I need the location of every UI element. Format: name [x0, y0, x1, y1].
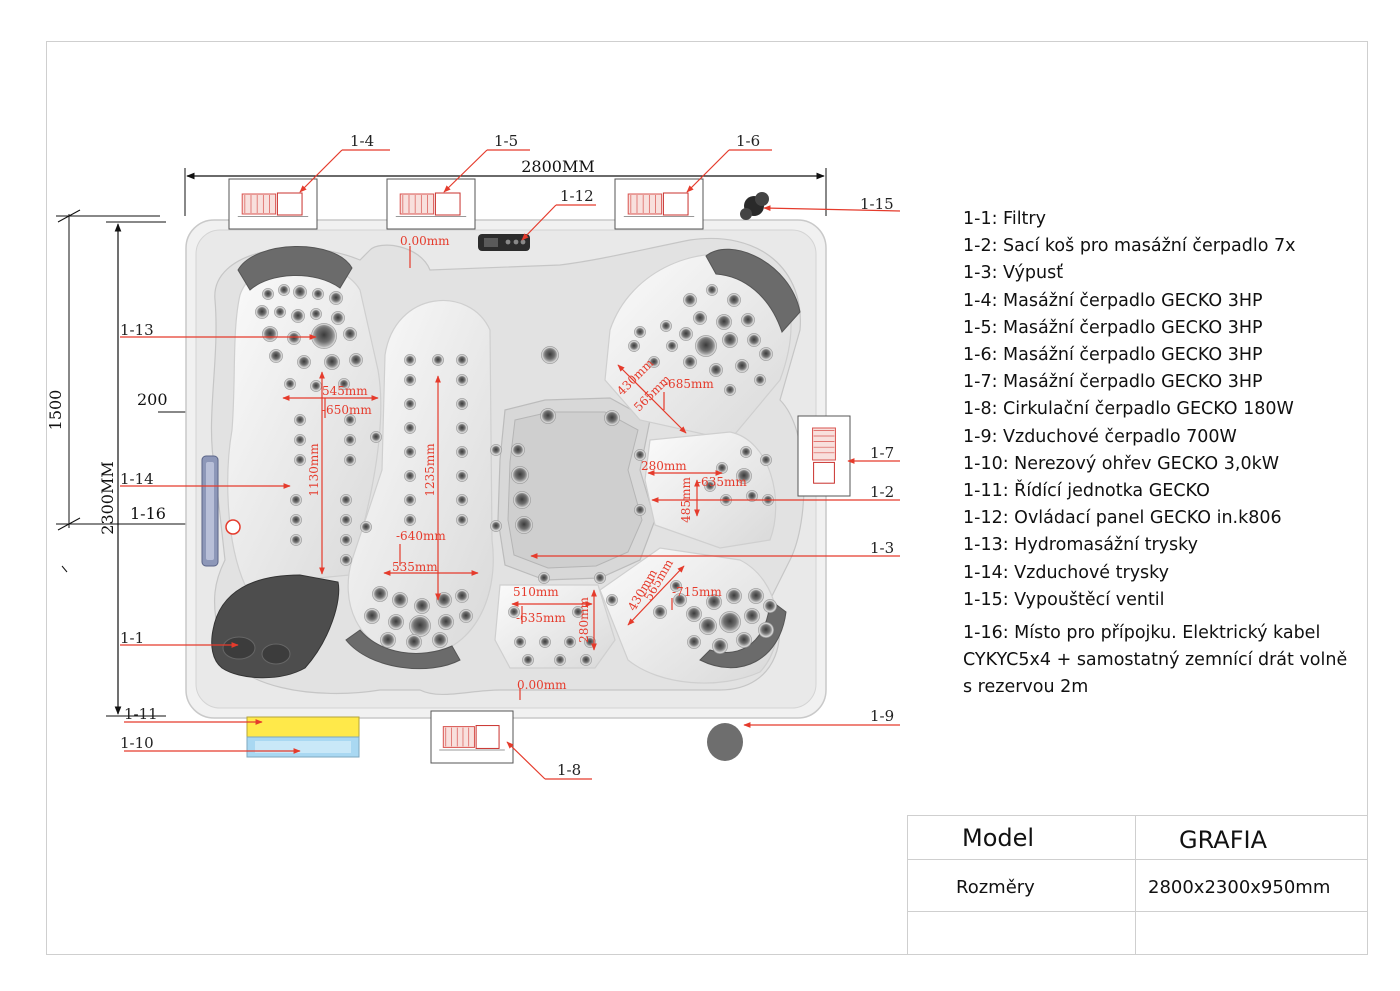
dim-1130: 1130mm [307, 443, 321, 497]
callout-1-10: 1-10 [120, 734, 154, 752]
dim-000-top: 0.00mm [400, 234, 450, 248]
callout-1-1: 1-1 [120, 629, 144, 647]
legend-item: 1-15: Vypouštěcí ventil [963, 589, 1165, 610]
dim-650: -650mm [322, 403, 372, 417]
callout-labels: 1-13 1-14 1-1 1-11 1-10 1-3 1-2 1-7 1-9 … [120, 132, 894, 779]
legend-item: 1-14: Vzduchové trysky [963, 562, 1170, 583]
dim-1235: 1235mm [423, 443, 437, 497]
legend-item: 1-11: Řídící jednotka GECKO [963, 481, 1210, 502]
width-dimension-label: 2800MM [521, 157, 594, 176]
callout-1-9: 1-9 [870, 707, 894, 725]
callout-1-15: 1-15 [860, 195, 894, 213]
legend-item: 1-1: Filtry [963, 209, 1046, 229]
callout-1-12: 1-12 [560, 187, 594, 205]
pump-boxes [228, 178, 851, 764]
legend-item: 1-2: Sací koš pro masážní čerpadlo 7x [963, 236, 1296, 257]
size-label: Rozměry [956, 877, 1035, 898]
air-jets-strip [201, 455, 219, 567]
dim-545: 545mm [322, 384, 368, 398]
air-pump [707, 723, 743, 761]
legend-item: 1-5: Masážní čerpadlo GECKO 3HP [963, 317, 1263, 338]
dim-280-bottom: 280mm [577, 597, 591, 643]
dim-715: -715mm [672, 585, 722, 599]
callout-1-14: 1-14 [120, 470, 154, 488]
callout-1-5: 1-5 [494, 132, 518, 150]
dim-640: -640mm [396, 529, 446, 543]
model-value: GRAFIA [1179, 826, 1268, 854]
legend-item: 1-8: Cirkulační čerpadlo GECKO 180W [963, 399, 1294, 420]
callout-1-7: 1-7 [870, 444, 894, 462]
callout-1-2: 1-2 [870, 483, 894, 501]
legend-item: 1-7: Masážní čerpadlo GECKO 3HP [963, 372, 1263, 393]
sheet-border [46, 41, 1368, 955]
depth-dimension: 2300MM [98, 221, 166, 717]
dim-000-bottom: 0.00mm [517, 678, 567, 692]
callout-1-11: 1-11 [124, 705, 158, 723]
legend-item: 1-6: Masážní čerpadlo GECKO 3HP [963, 345, 1263, 366]
legend-item: 1-13: Hydromasážní trysky [963, 535, 1199, 556]
dimension-1500: 1500 [46, 209, 230, 573]
dimension-1500-label: 1500 [46, 390, 65, 431]
legend-item: 1-9: Vzduchové čerpadlo 700W [963, 426, 1237, 447]
callout-leaders [120, 149, 901, 780]
dim-280-mid: 280mm [641, 459, 687, 473]
dim-635-mid: -635mm [697, 475, 747, 489]
depth-dimension-label: 2300MM [98, 461, 117, 534]
legend: 1-1: Filtry 1-2: Sací koš pro masážní če… [963, 206, 1363, 701]
callout-1-6: 1-6 [736, 132, 760, 150]
callout-1-4: 1-4 [350, 132, 374, 150]
legend-item: 1-3: Výpusť [963, 263, 1064, 284]
drain-valve [740, 192, 769, 220]
legend-item: 1-10: Nerezový ohřev GECKO 3,0kW [963, 453, 1280, 474]
dimension-200-label: 200 [137, 390, 168, 409]
headrests [211, 246, 801, 679]
inner-dimensions [282, 246, 723, 700]
callout-1-8: 1-8 [557, 761, 581, 779]
callout-1-13: 1-13 [120, 321, 154, 339]
hydromassage-jets [255, 284, 777, 666]
heater-and-control-unit [246, 716, 360, 758]
callout-1-3: 1-3 [870, 539, 894, 557]
model-label: Model [962, 824, 1035, 852]
legend-item: 1-12: Ovládací panel GECKO in.k806 [963, 508, 1282, 529]
size-value: 2800x2300x950mm [1148, 877, 1331, 898]
dim-510: 510mm [513, 585, 559, 599]
width-dimension: 2800MM [184, 157, 827, 216]
spec-table: Model GRAFIA Rozměry 2800x2300x950mm [907, 815, 1368, 955]
legend-item: 1-4: Masážní čerpadlo GECKO 3HP [963, 290, 1263, 311]
control-panel [478, 234, 530, 251]
dim-685: -685mm [664, 377, 714, 391]
legend-note: 1-16: Místo pro přípojku. Elektrický kab… [963, 623, 1348, 698]
dim-635-bottom: -635mm [516, 611, 566, 625]
connection-point-marker [225, 519, 241, 535]
connection-point-label: 1-16 [130, 504, 166, 523]
dim-535: 535mm [392, 560, 438, 574]
